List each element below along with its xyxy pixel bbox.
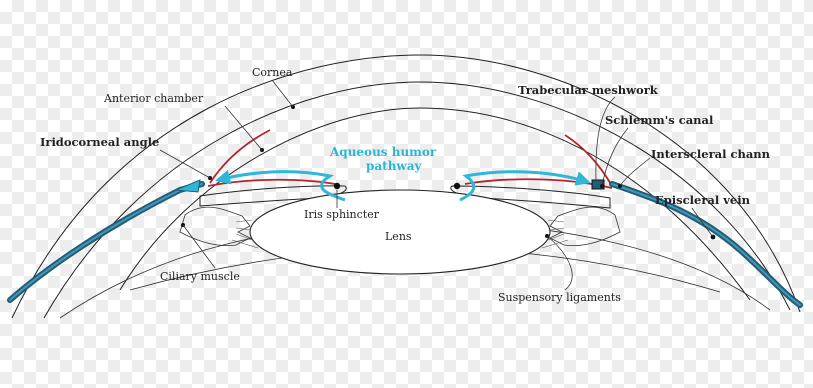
ciliary-body-left: [180, 207, 250, 246]
label-iris-sphincter: Iris sphincter: [304, 208, 380, 221]
red-surface-left: [208, 180, 335, 186]
label-aqueous-line1: Aqueous humor: [329, 145, 437, 159]
label-ciliary-muscle: Ciliary muscle: [160, 270, 240, 283]
label-interscleral-channel: Interscleral chann: [651, 147, 771, 161]
ciliary-body-right: [550, 207, 620, 246]
label-anterior-chamber: Anterior chamber: [103, 92, 204, 105]
leader-cornea: [272, 80, 293, 107]
leader-ciliary: [183, 225, 215, 268]
label-trabecular-meshwork: Trabecular meshwork: [518, 83, 659, 97]
leader-suspensory: [547, 236, 572, 290]
label-schlemms-canal: Schlemm's canal: [605, 113, 714, 127]
angle-triangle-left: [176, 180, 200, 192]
iris-sphincter-right-dot: [454, 183, 460, 189]
label-lens: Lens: [385, 230, 412, 243]
iris-sphincter-left-dot: [334, 183, 340, 189]
leader-episcleral: [692, 208, 713, 237]
label-aqueous-line2: pathway: [366, 159, 423, 173]
label-episcleral-vein: Episcleral vein: [655, 193, 751, 207]
label-cornea: Cornea: [252, 66, 293, 79]
label-suspensory-ligaments: Suspensory ligaments: [498, 291, 621, 304]
leader-anterior-chamber: [225, 106, 262, 150]
label-iridocorneal-angle: Iridocorneal angle: [40, 135, 159, 149]
